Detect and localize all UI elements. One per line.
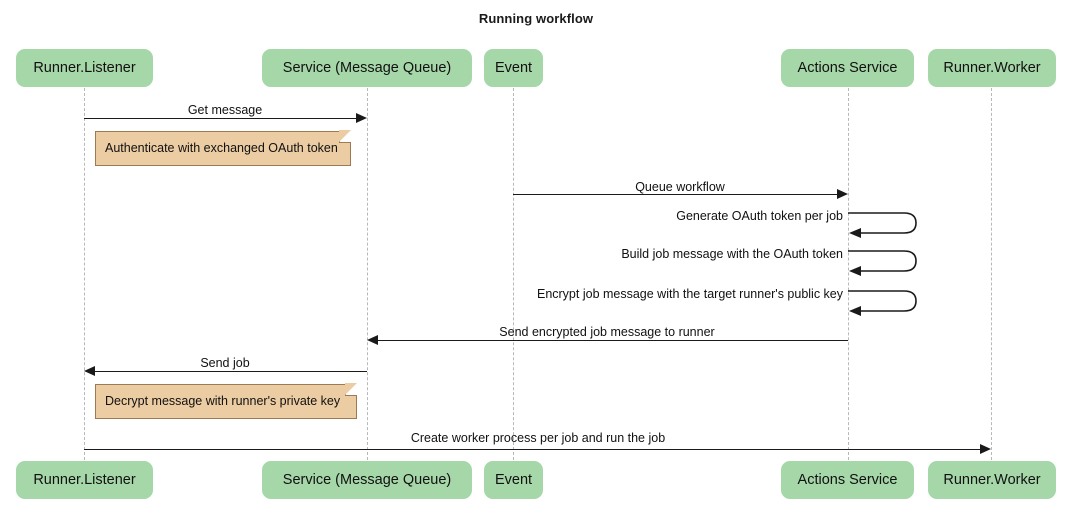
participant-service-mq-top[interactable]: Service (Message Queue)	[262, 49, 472, 87]
message-label-get-message: Get message	[187, 103, 263, 117]
lifeline-event	[513, 88, 514, 460]
self-message-label-build-job-message: Build job message with the OAuth token	[621, 247, 843, 261]
participant-runner-worker-top[interactable]: Runner.Worker	[928, 49, 1056, 87]
message-label-send-job: Send job	[200, 356, 250, 370]
note-authenticate: Authenticate with exchanged OAuth token	[95, 130, 351, 166]
lifeline-runner-listener	[84, 88, 85, 460]
note-fold-icon	[339, 130, 351, 143]
participant-runner-listener-top[interactable]: Runner.Listener	[16, 49, 153, 87]
participant-runner-worker-bottom[interactable]: Runner.Worker	[928, 461, 1056, 499]
message-line-queue-workflow	[513, 194, 837, 195]
note-authenticate-label: Authenticate with exchanged OAuth token	[105, 141, 338, 155]
message-line-get-message	[84, 118, 356, 119]
self-message-label-encrypt-job-message: Encrypt job message with the target runn…	[536, 287, 843, 301]
lifeline-actions-service	[848, 88, 849, 460]
message-line-create-worker-process	[84, 449, 980, 450]
note-decrypt-label: Decrypt message with runner's private ke…	[105, 394, 341, 408]
note-fold-icon	[345, 383, 357, 396]
message-label-send-encrypted-job-message: Send encrypted job message to runner	[499, 325, 715, 339]
lifeline-runner-worker	[991, 88, 992, 460]
message-label-create-worker-process: Create worker process per job and run th…	[410, 431, 666, 445]
participant-event-top[interactable]: Event	[484, 49, 543, 87]
message-arrowhead-send-encrypted-job-message	[367, 335, 378, 345]
participant-event-bottom[interactable]: Event	[484, 461, 543, 499]
message-arrowhead-send-job	[84, 366, 95, 376]
participant-actions-service-bottom[interactable]: Actions Service	[781, 461, 914, 499]
participant-actions-service-top[interactable]: Actions Service	[781, 49, 914, 87]
message-label-queue-workflow: Queue workflow	[635, 180, 725, 194]
message-arrowhead-queue-workflow	[837, 189, 848, 199]
lifeline-service-mq	[367, 88, 368, 460]
self-message-label-generate-oauth-token: Generate OAuth token per job	[676, 209, 843, 223]
message-line-send-encrypted-job-message	[378, 340, 848, 341]
self-message-loop-generate-oauth-token	[848, 208, 928, 244]
participant-runner-listener-bottom[interactable]: Runner.Listener	[16, 461, 153, 499]
self-message-loop-encrypt-job-message	[848, 286, 928, 322]
message-line-send-job	[95, 371, 367, 372]
note-decrypt: Decrypt message with runner's private ke…	[95, 383, 357, 419]
participant-service-mq-bottom[interactable]: Service (Message Queue)	[262, 461, 472, 499]
diagram-title: Running workflow	[478, 11, 594, 26]
self-message-loop-build-job-message	[848, 246, 928, 282]
message-arrowhead-get-message	[356, 113, 367, 123]
message-arrowhead-create-worker-process	[980, 444, 991, 454]
